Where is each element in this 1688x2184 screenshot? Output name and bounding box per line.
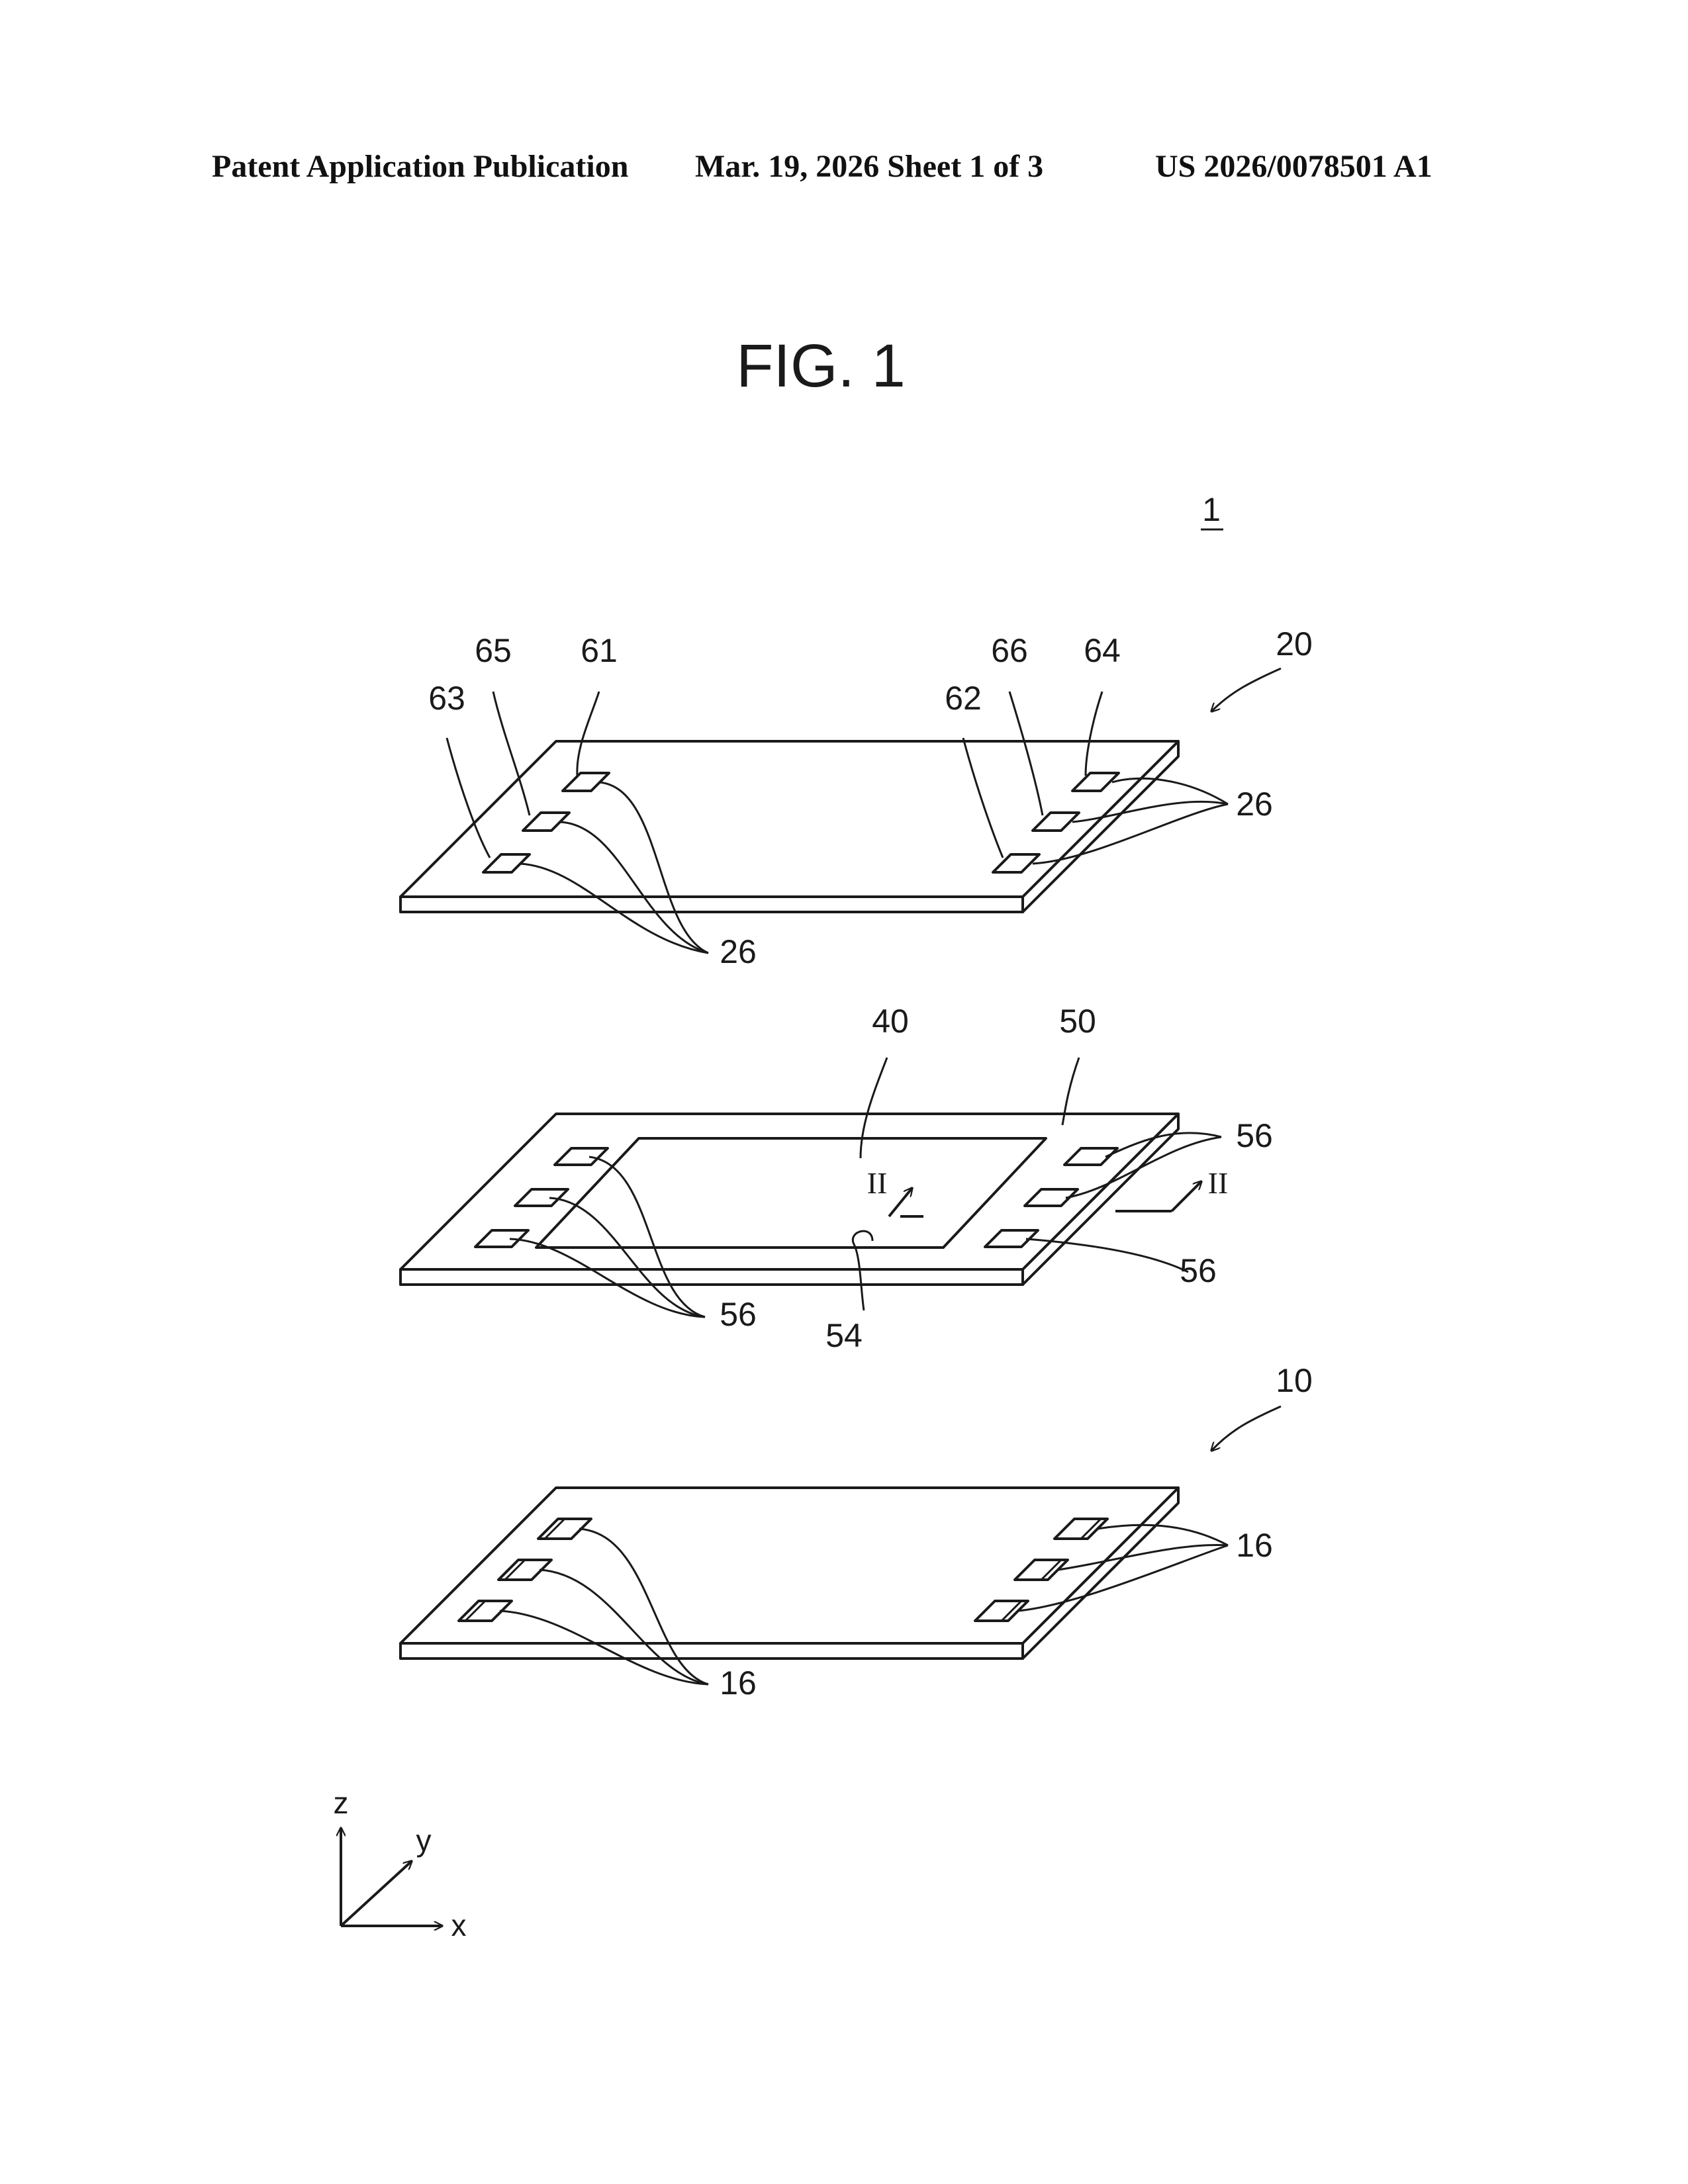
- coordinate-axes: z y x: [334, 1786, 467, 1942]
- device-reference-label: 1: [1202, 491, 1221, 528]
- frame-layer-50: II II 40 50 56 56 56 54: [400, 1003, 1273, 1354]
- label-63: 63: [428, 680, 465, 717]
- label-16-right: 16: [1236, 1527, 1273, 1564]
- label-54: 54: [825, 1317, 863, 1354]
- label-26-bottom: 26: [720, 933, 757, 970]
- label-26-right: 26: [1236, 786, 1273, 823]
- publication-number: US 2026/0078501 A1: [1155, 149, 1432, 184]
- label-40: 40: [872, 1003, 909, 1040]
- lower-substrate-front-edge: [400, 1643, 1023, 1659]
- label-16-bottom: 16: [720, 1664, 757, 1702]
- figure-title: FIG. 1: [736, 332, 906, 400]
- label-64: 64: [1084, 632, 1121, 669]
- label-56-right-top: 56: [1236, 1117, 1273, 1154]
- label-61: 61: [581, 632, 618, 669]
- publication-label: Patent Application Publication: [212, 149, 628, 184]
- x-axis-label: x: [451, 1908, 467, 1942]
- lower-substrate-10: 10 16 16: [400, 1362, 1313, 1702]
- upper-substrate-20: 20 61 65 63 64 66 62 26 26: [400, 625, 1313, 970]
- label-65: 65: [475, 632, 512, 669]
- section-arrow-right: [1172, 1181, 1201, 1211]
- y-axis-arrow: [341, 1861, 412, 1926]
- label-56-right-bottom: 56: [1180, 1252, 1217, 1289]
- label-56-left: 56: [720, 1296, 757, 1333]
- upper-substrate-front-edge: [400, 897, 1023, 912]
- section-label-right: II: [1208, 1166, 1229, 1200]
- pointer-arrow-10: [1211, 1406, 1281, 1451]
- pointer-arrow-20: [1211, 668, 1281, 711]
- device-reference: 1: [1201, 491, 1223, 529]
- label-50: 50: [1059, 1003, 1096, 1040]
- section-label-left: II: [867, 1166, 888, 1200]
- page-header: Patent Application Publication Mar. 19, …: [212, 149, 1432, 184]
- date-sheet-label: Mar. 19, 2026 Sheet 1 of 3: [695, 149, 1043, 184]
- label-62: 62: [945, 680, 982, 717]
- frame-front-edge: [400, 1269, 1023, 1285]
- label-20: 20: [1276, 625, 1313, 662]
- z-axis-label: z: [334, 1786, 349, 1820]
- label-10: 10: [1276, 1362, 1313, 1399]
- label-66: 66: [991, 632, 1028, 669]
- y-axis-label: y: [416, 1823, 432, 1858]
